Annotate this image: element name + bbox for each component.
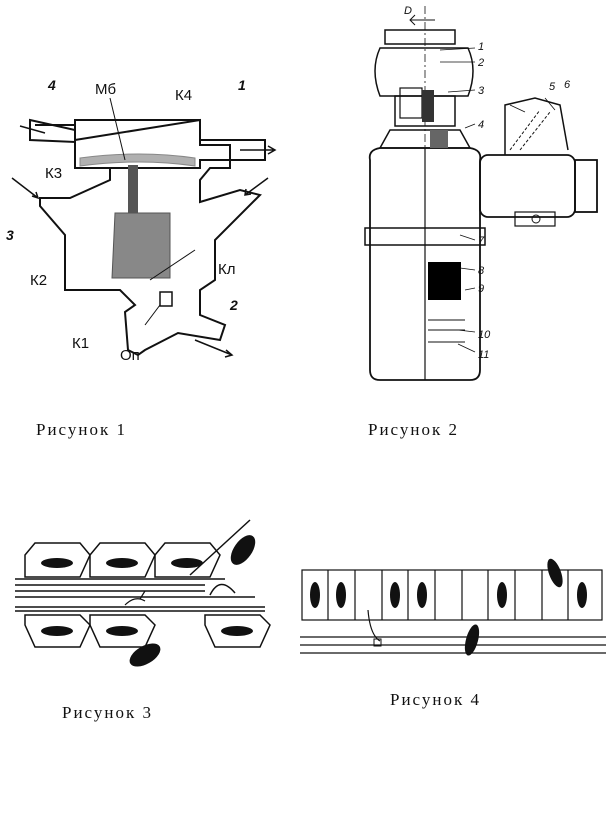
- arrow-in-3: [11, 177, 40, 200]
- label-k1: К1: [72, 335, 89, 352]
- leader-op: [144, 304, 161, 326]
- label-k2: К2: [30, 272, 47, 289]
- label-d: D: [404, 5, 412, 17]
- label-n4: 4: [47, 77, 56, 93]
- chamber-k4: [74, 119, 266, 169]
- leader-mb: [109, 97, 126, 161]
- figure-1-diagram: Мб К4 К3 К2 К1 Кл Оп 4 1 3 2: [6, 77, 277, 364]
- main-body: [368, 147, 482, 381]
- arrow-in-right: [244, 177, 269, 196]
- caption-figure-4: Рисунок 4: [390, 690, 481, 709]
- inlet-4: [29, 118, 76, 144]
- figure-4-diagram: [300, 558, 606, 656]
- valve-stem: [128, 165, 138, 213]
- arrow-out-1: [240, 145, 277, 155]
- inlet-hood: [504, 97, 569, 155]
- label-n4: 4: [478, 119, 484, 131]
- bee-shapes: [41, 535, 256, 667]
- label-kl: Кл: [218, 261, 236, 278]
- top-cap: [374, 47, 474, 97]
- label-n3: 3: [478, 85, 485, 97]
- rails-4: [300, 636, 606, 654]
- arrow-in-4: [19, 125, 46, 134]
- flange: [364, 227, 486, 246]
- cell-row: [301, 569, 603, 621]
- leader-lines: [439, 47, 556, 353]
- top-cell-row: [24, 542, 221, 578]
- label-n3: 3: [6, 227, 14, 243]
- label-k4: К4: [175, 87, 192, 104]
- figure-2-diagram: D 1 2 3 4 5 6 7 8 9 10 11: [364, 5, 598, 381]
- valve-kl: [111, 212, 171, 279]
- label-n2: 2: [477, 57, 484, 69]
- dimension-d: [409, 14, 435, 26]
- outlet-pipe: [479, 154, 576, 218]
- label-n9: 9: [478, 283, 484, 295]
- label-n11: 11: [478, 349, 489, 361]
- rails: [15, 578, 265, 612]
- label-n5: 5: [549, 81, 556, 93]
- leader-kl: [149, 249, 196, 281]
- label-n7: 7: [478, 235, 485, 247]
- membrane-mb: [79, 153, 196, 167]
- arrow-out-2: [194, 339, 234, 358]
- caption-figure-3: Рисунок 3: [62, 703, 153, 722]
- label-op: Оп: [120, 347, 140, 364]
- label-n6: 6: [564, 79, 571, 91]
- caption-figure-1: Рисунок 1: [36, 420, 127, 439]
- label-n1: 1: [238, 77, 246, 93]
- label-k3: К3: [45, 165, 62, 182]
- opening-op: [159, 291, 173, 307]
- caption-figure-2: Рисунок 2: [368, 420, 459, 439]
- filter-block-8: [428, 262, 461, 300]
- label-n2: 2: [229, 297, 238, 313]
- label-mb: Мб: [95, 81, 116, 98]
- bee-shapes-4: [310, 558, 587, 656]
- label-n10: 10: [478, 329, 491, 341]
- label-n1: 1: [478, 41, 484, 53]
- label-n8: 8: [478, 265, 485, 277]
- figure-3-diagram: [15, 519, 271, 667]
